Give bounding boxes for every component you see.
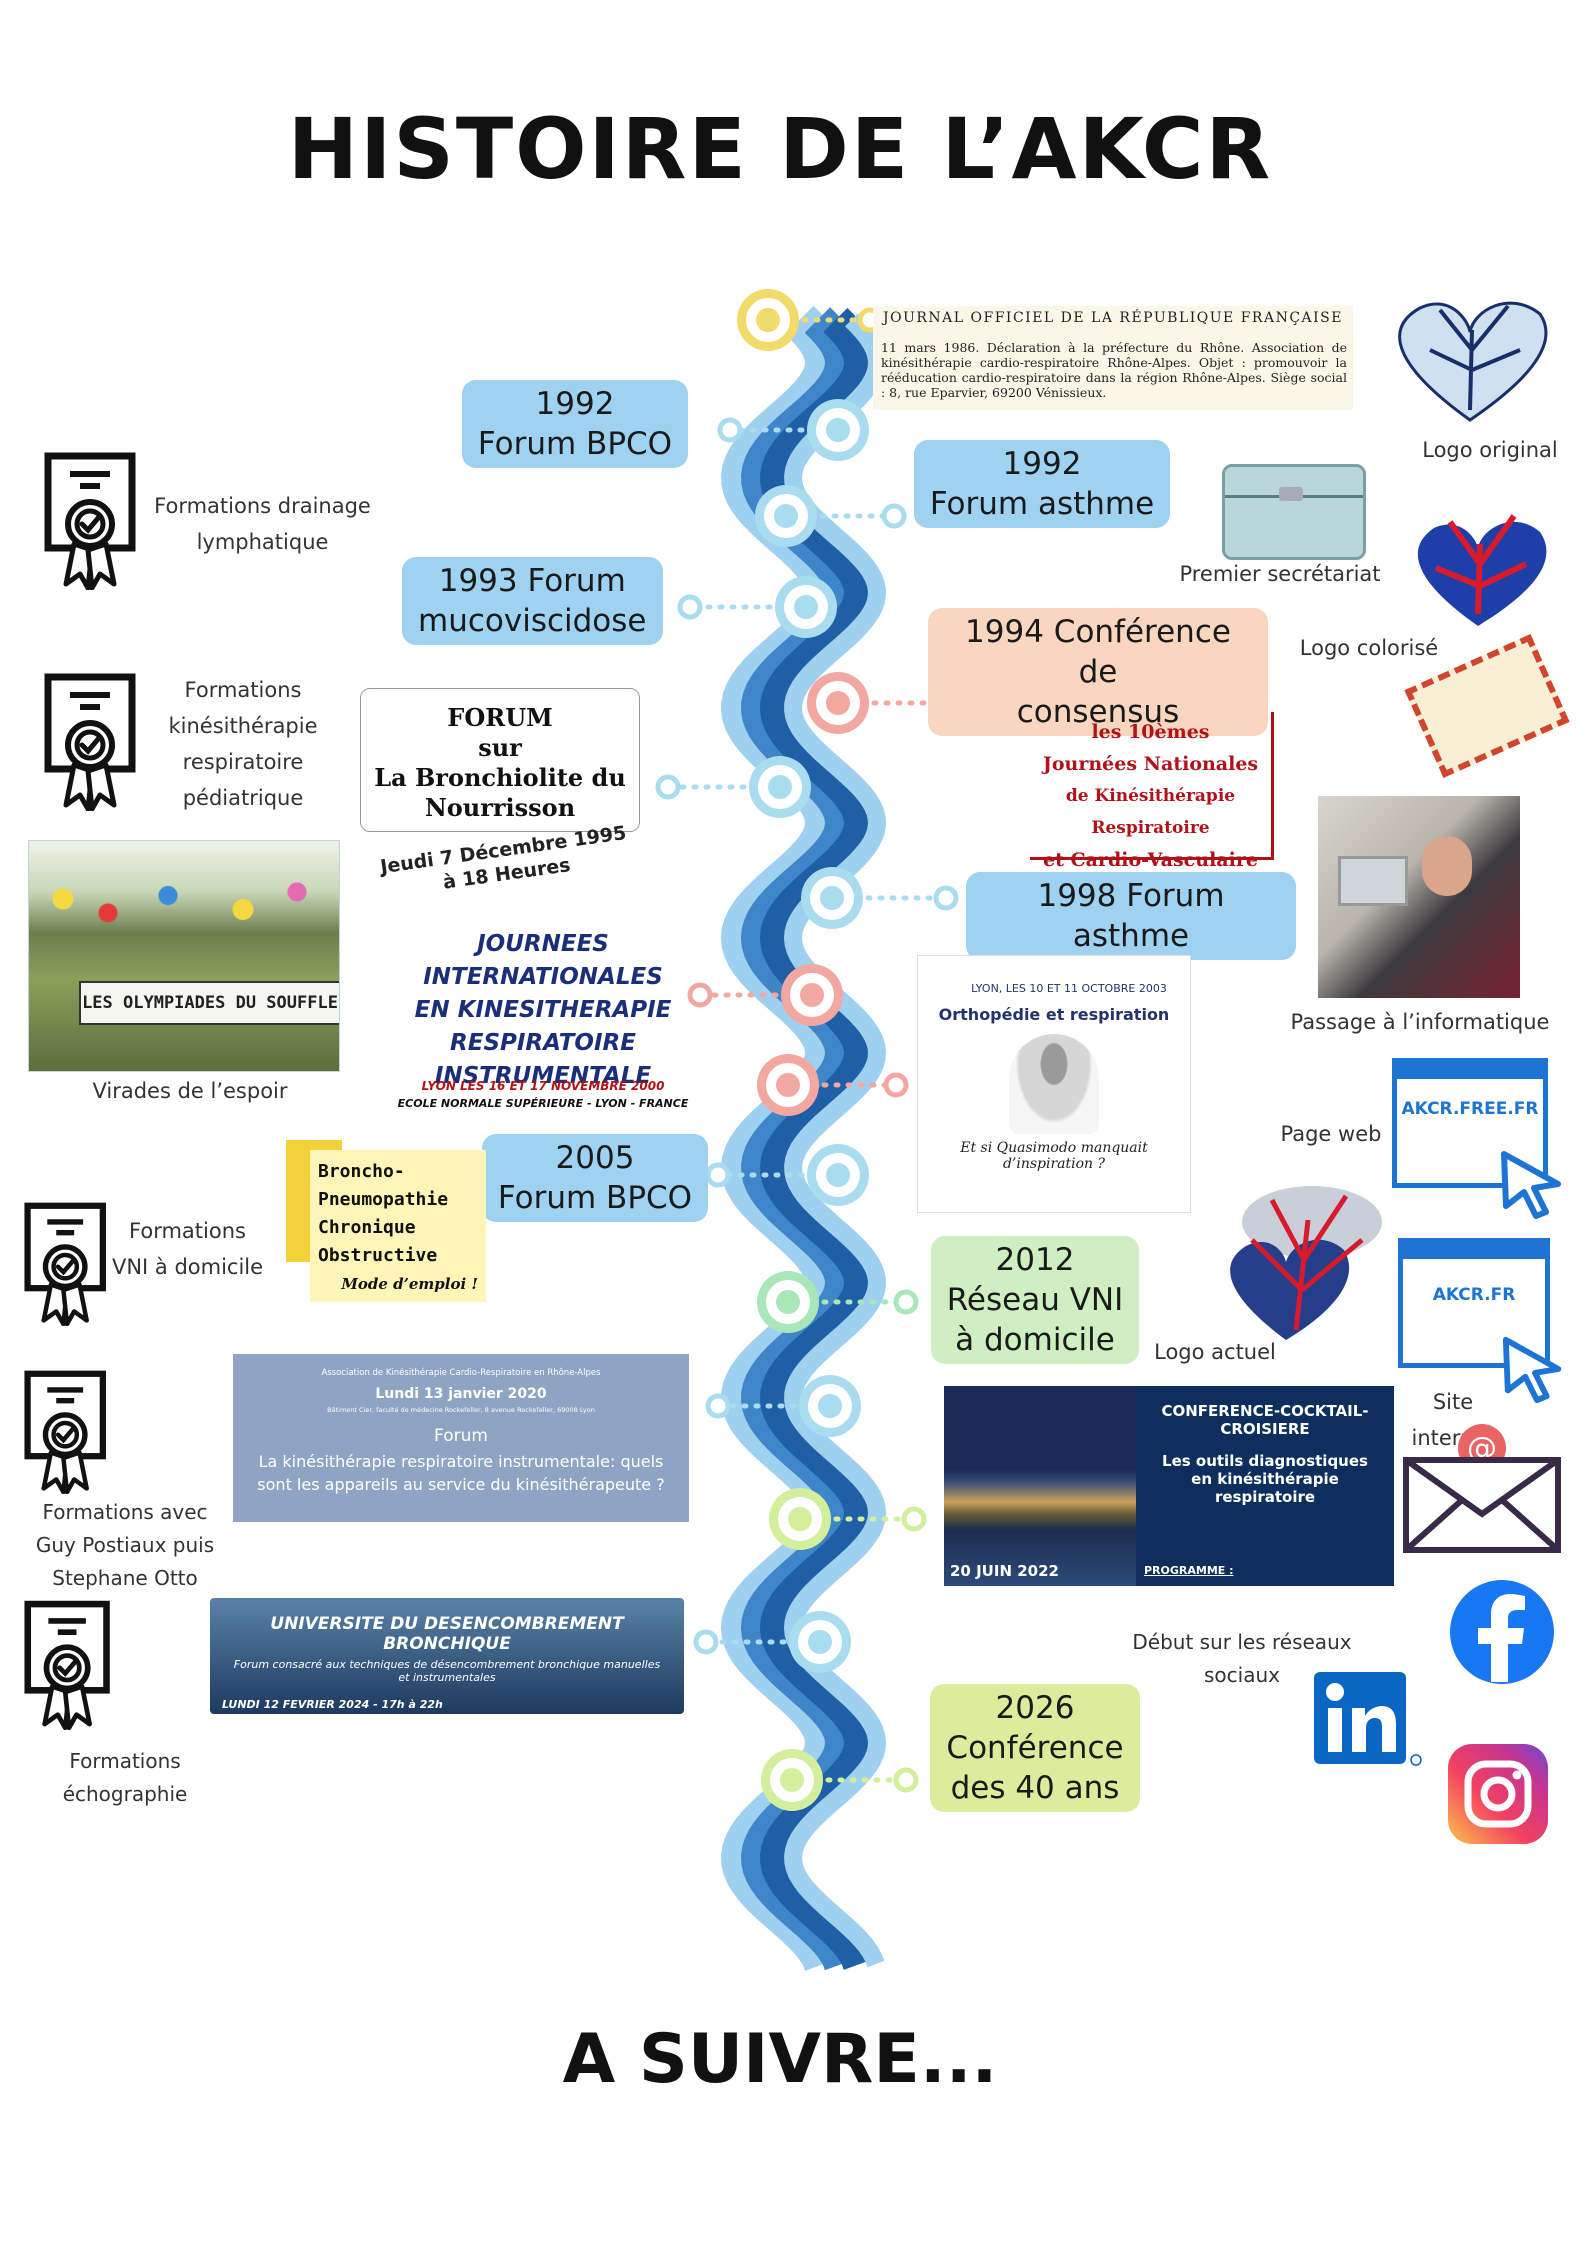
site-internet-url[interactable]: AKCR.FR (1432, 1285, 1516, 1305)
timeline-connector-end (933, 885, 959, 911)
timeline-connector-end (677, 594, 703, 620)
timeline-wave-stripe (759, 307, 879, 1970)
premier-secretariat-case (1222, 464, 1366, 560)
timeline-connector-end (901, 1506, 927, 1532)
certificate-icon (24, 1600, 114, 1730)
timeline-connector-end (655, 774, 681, 800)
timeline-node (780, 1768, 804, 1792)
journal-officiel-clipping: JOURNAL OFFICIEL DE LA RÉPUBLIQUE FRANÇA… (873, 306, 1353, 410)
timeline-connector-end (687, 982, 713, 1008)
timeline-node (820, 886, 844, 910)
page-title: HISTOIRE DE L’AKCR (287, 100, 1273, 198)
timeline-connector-end (693, 1629, 719, 1655)
logo-original (1380, 270, 1560, 430)
olympiades-photo: LES OLYMPIADES DU SOUFFLE (28, 840, 340, 1072)
timeline-node (800, 983, 824, 1007)
site-internet-window[interactable]: AKCR.FR (1398, 1238, 1550, 1368)
timeline-node (826, 691, 850, 715)
lyon-night-photo (944, 1386, 1136, 1586)
timeline-connector-end (893, 1289, 919, 1315)
timeline-wave-stripe (783, 313, 887, 1968)
label-logo-original: Logo original (1422, 438, 1558, 462)
timeline-node (826, 418, 850, 442)
logo-colorise (1398, 494, 1558, 634)
timeline-node (826, 1163, 850, 1187)
timeline-connector-end (717, 417, 743, 443)
timeline-node (818, 1394, 842, 1418)
passage-informatique-photo (1318, 796, 1520, 998)
email-icon: @ (1403, 1424, 1561, 1553)
olympiades-banner: LES OLYMPIADES DU SOUFFLE (79, 981, 339, 1025)
timeline-node (776, 1073, 800, 1097)
universite-desencombrement-banner: UNIVERSITE DU DESENCOMBREMENT BRONCHIQUE… (210, 1598, 684, 1714)
quasimodo-sketch (1009, 1034, 1099, 1134)
linkedin-icon[interactable] (1314, 1672, 1424, 1772)
timeline-node (774, 504, 798, 528)
certificate-icon (24, 1370, 110, 1494)
timeline-node (808, 1630, 832, 1654)
page-web-url[interactable]: AKCR.FREE.FR (1401, 1099, 1539, 1119)
conference-croisiere-poster: 20 JUIN 2022 CONFERENCE-COCKTAIL- CROISI… (944, 1386, 1394, 1586)
footer-a-suivre: A SUIVRE... (562, 2020, 998, 2099)
orthopedie-respiration-poster: LYON, LES 10 ET 11 OCTOBRE 2003 Orthopéd… (917, 955, 1191, 1213)
timeline-connector-end (893, 1767, 919, 1793)
instagram-icon[interactable] (1448, 1744, 1548, 1844)
cursor-icon (1501, 1151, 1561, 1219)
timeline-connector-end (705, 1393, 731, 1419)
certificate-icon (44, 452, 140, 590)
timeline-connector-end (883, 1072, 909, 1098)
label-logo-actuel: Logo actuel (1154, 1340, 1276, 1364)
certificate-icon (24, 1202, 110, 1326)
logo-actuel (1212, 1180, 1388, 1350)
timeline-node (788, 1507, 812, 1531)
label-page-web: Page web (1280, 1122, 1382, 1146)
journal-header: JOURNAL OFFICIEL DE LA RÉPUBLIQUE FRANÇA… (882, 310, 1343, 326)
facebook-icon[interactable] (1448, 1578, 1556, 1686)
timeline-node (776, 1290, 800, 1314)
timeline-node (756, 308, 780, 332)
forum-2020-banner: Association de Kinésithérapie Cardio-Res… (233, 1354, 689, 1522)
journal-body: 11 mars 1986. Déclaration à la préfectur… (881, 340, 1347, 400)
timeline-connector-end (705, 1162, 731, 1188)
label-logo-colorise: Logo colorisé (1299, 636, 1439, 660)
label-passage-informatique: Passage à l’informatique (1290, 1010, 1550, 1034)
timeline-node (768, 775, 792, 799)
certificate-icon (44, 673, 140, 811)
label-premier-secretariat: Premier secrétariat (1179, 562, 1381, 586)
timeline-node (794, 595, 818, 619)
label-virades: Virades de l’espoir (92, 1079, 288, 1103)
timeline-connector-end (881, 503, 907, 529)
cursor-icon (1502, 1336, 1562, 1404)
event-1998-forum-asthme: 1998 Forum asthme (966, 872, 1296, 960)
